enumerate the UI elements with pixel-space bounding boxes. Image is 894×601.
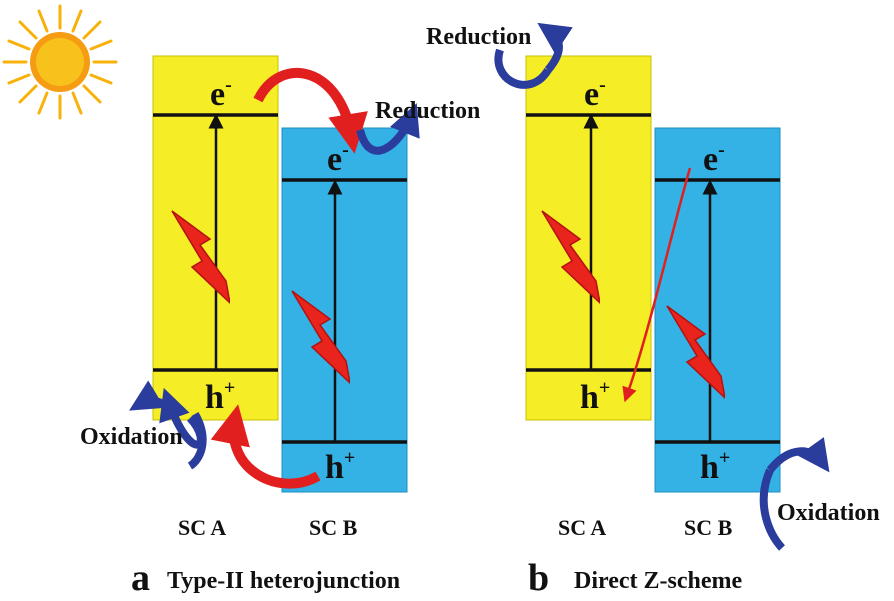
oxidation-label: Oxidation (777, 500, 880, 526)
hole-label-sc-a: h+ (580, 377, 610, 416)
oxidation-arrow (759, 468, 786, 551)
sc-b-label: SC B (309, 515, 358, 540)
reduction-arrow (494, 48, 552, 89)
panel-b: e- h+ e- h+ Reduction Oxidation SC A SC … (426, 22, 880, 599)
sc-a-label: SC A (178, 515, 226, 540)
reduction-arrow (356, 103, 420, 155)
panel-b-letter: b (528, 557, 549, 599)
sc-b-label: SC B (684, 515, 733, 540)
reduction-label: Reduction (375, 98, 480, 124)
electron-label-sc-a: e- (584, 74, 606, 113)
z-scheme-recombination-arrow (622, 167, 692, 403)
hole-label-sc-b: h+ (700, 447, 730, 486)
hole-label-sc-b: h+ (325, 447, 355, 486)
oxidation-label: Oxidation (80, 424, 183, 450)
sc-b-block (281, 127, 408, 493)
panel-a-letter: a (131, 557, 150, 599)
hole-transfer-arrow (210, 404, 321, 489)
panel-a: e- h+ e- h+ Reduction Oxidation SC A SC … (80, 55, 480, 599)
oxidation-arrow (159, 387, 205, 449)
electron-transfer-arrow (253, 68, 368, 154)
sun-icon (2, 4, 118, 120)
electron-label-sc-a: e- (210, 74, 232, 113)
reduction-label: Reduction (426, 24, 531, 50)
sc-a-label: SC A (558, 515, 606, 540)
panel-b-title: Direct Z-scheme (574, 568, 743, 594)
electron-label-sc-b: e- (703, 139, 725, 178)
sc-b-block (654, 127, 781, 493)
panel-a-title: Type-II heterojunction (167, 568, 400, 594)
